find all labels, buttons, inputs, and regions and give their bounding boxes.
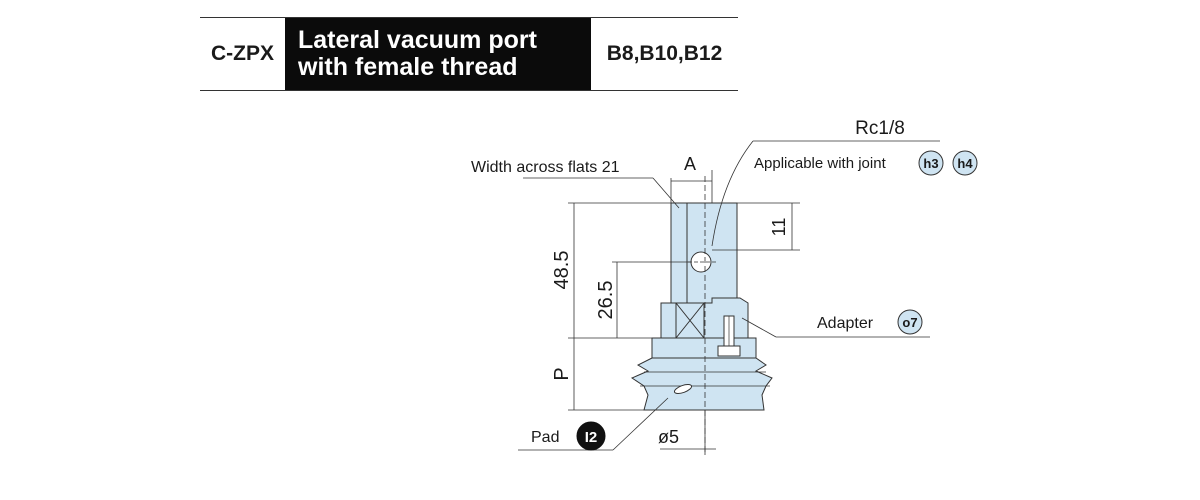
flats-label: Width across flats 21 [471,159,620,176]
pad-label: Pad [531,429,559,446]
adapter-leader-diag [741,317,777,338]
joint-badge-h4: h4 [952,150,978,176]
dim-p-label: P [551,367,573,380]
svg-text:o7: o7 [902,315,917,330]
size-variants: B8,B10,B12 [606,42,723,65]
dim-a-label: A [684,154,696,174]
pad-badge: I2 [576,421,606,451]
pad-slot [673,383,693,395]
model-code: C-ZPX [211,42,274,65]
dim-11-label: 11 [769,218,789,237]
thread-label: Rc1/8 [855,118,905,139]
dim-26-5-label: 26.5 [595,281,617,320]
svg-text:h4: h4 [957,156,973,171]
dim-48-5-label: 48.5 [551,251,573,290]
dim-phi5-label: ø5 [658,427,679,447]
adapter-badge: o7 [897,309,923,335]
wrench-flat-diag-2 [675,302,705,339]
joint-badge-h3: h3 [918,150,944,176]
adapter-label: Adapter [817,315,874,332]
bellows-pad [630,357,773,411]
svg-text:h3: h3 [923,156,938,171]
screw-head [717,345,741,357]
title-line-2: with female thread [298,53,518,81]
title-header: C-ZPX Lateral vacuum port with female th… [200,17,738,91]
flats-leader-diag [652,177,680,209]
svg-text:I2: I2 [585,429,598,446]
rc-leader-curve [711,140,754,247]
joint-label: Applicable with joint [754,155,887,172]
pad-leader-diag [612,397,669,451]
model-title: Lateral vacuum port with female thread [285,18,591,90]
title-line-1: Lateral vacuum port [298,26,537,54]
